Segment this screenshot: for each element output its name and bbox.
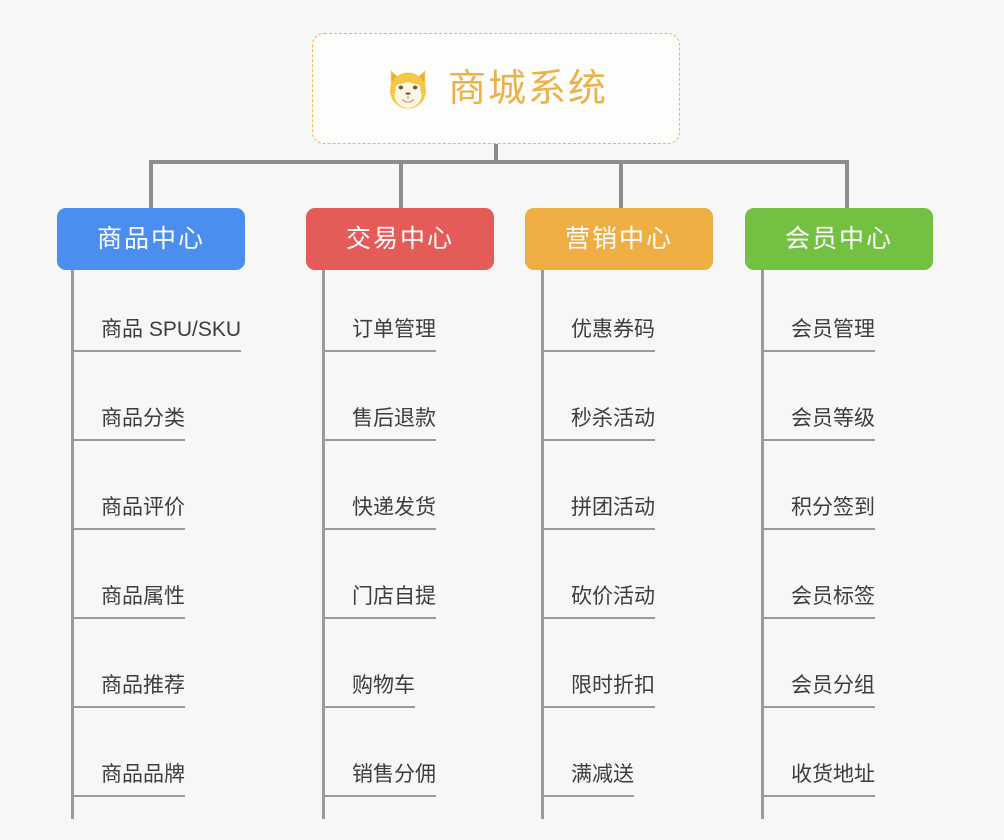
list-item[interactable]: 满减送 bbox=[541, 708, 665, 797]
list-item[interactable]: 商品属性 bbox=[71, 530, 228, 619]
list-item[interactable]: 收货地址 bbox=[761, 708, 913, 797]
list-item[interactable]: 商品推荐 bbox=[71, 619, 228, 708]
list-item-label: 收货地址 bbox=[761, 764, 875, 797]
list-item[interactable]: 会员分组 bbox=[761, 619, 913, 708]
list-item[interactable]: 秒杀活动 bbox=[541, 352, 686, 441]
list-item-label: 快递发货 bbox=[322, 497, 436, 530]
list-item-label: 会员等级 bbox=[761, 408, 875, 441]
list-item-label: 商品品牌 bbox=[71, 764, 185, 797]
list-item[interactable]: 会员等级 bbox=[761, 352, 913, 441]
category-header-member-center[interactable]: 会员中心 bbox=[745, 208, 933, 270]
list-item[interactable]: 积分签到 bbox=[761, 441, 913, 530]
column-spine-marketing-center bbox=[541, 270, 544, 819]
list-item-label: 门店自提 bbox=[322, 586, 436, 619]
list-item-label: 商品分类 bbox=[71, 408, 185, 441]
list-item-label: 购物车 bbox=[322, 675, 415, 708]
list-item-label: 会员分组 bbox=[761, 675, 875, 708]
branch-connector-4 bbox=[845, 160, 849, 210]
column-spine-member-center bbox=[761, 270, 764, 819]
list-item-label: 优惠券码 bbox=[541, 319, 655, 352]
list-item-label: 积分签到 bbox=[761, 497, 875, 530]
branch-connector-2 bbox=[399, 160, 403, 210]
list-item-label: 销售分佣 bbox=[322, 764, 436, 797]
root-node[interactable]: 商城系统 bbox=[312, 33, 680, 144]
list-item[interactable]: 会员管理 bbox=[761, 263, 913, 352]
category-label: 交易中心 bbox=[345, 224, 454, 253]
list-item-label: 商品属性 bbox=[71, 586, 185, 619]
list-item[interactable]: 购物车 bbox=[322, 619, 446, 708]
list-item[interactable]: 砍价活动 bbox=[541, 530, 686, 619]
list-item-label: 售后退款 bbox=[322, 408, 436, 441]
list-item-label: 秒杀活动 bbox=[541, 408, 655, 441]
list-item-label: 商品推荐 bbox=[71, 675, 185, 708]
list-item-label: 商品 SPU/SKU bbox=[71, 319, 242, 352]
branch-connector-1 bbox=[149, 160, 153, 210]
list-item-label: 拼团活动 bbox=[541, 497, 655, 530]
category-label: 营销中心 bbox=[564, 224, 673, 253]
list-item-label: 订单管理 bbox=[322, 319, 436, 352]
horizontal-bus-connector bbox=[149, 160, 849, 164]
category-label: 商品中心 bbox=[96, 224, 205, 253]
root-drop-connector bbox=[494, 144, 498, 163]
shiba-dog-icon bbox=[389, 69, 426, 110]
category-label: 会员中心 bbox=[784, 224, 893, 253]
list-item-label: 限时折扣 bbox=[541, 675, 655, 708]
category-header-trade-center[interactable]: 交易中心 bbox=[306, 208, 494, 270]
list-item[interactable]: 商品 SPU/SKU bbox=[71, 263, 286, 352]
list-item[interactable]: 商品评价 bbox=[71, 441, 228, 530]
list-item[interactable]: 快递发货 bbox=[322, 441, 467, 530]
category-header-product-center[interactable]: 商品中心 bbox=[57, 208, 245, 270]
category-header-marketing-center[interactable]: 营销中心 bbox=[525, 208, 713, 270]
list-item[interactable]: 优惠券码 bbox=[541, 263, 686, 352]
list-item[interactable]: 销售分佣 bbox=[322, 708, 467, 797]
column-spine-product-center bbox=[71, 270, 74, 819]
list-item[interactable]: 订单管理 bbox=[322, 263, 467, 352]
list-item[interactable]: 售后退款 bbox=[322, 352, 467, 441]
column-spine-trade-center bbox=[322, 270, 325, 819]
root-title: 商城系统 bbox=[447, 67, 608, 110]
list-item-label: 满减送 bbox=[541, 764, 634, 797]
list-item-label: 会员标签 bbox=[761, 586, 875, 619]
list-item[interactable]: 会员标签 bbox=[761, 530, 913, 619]
list-item[interactable]: 拼团活动 bbox=[541, 441, 686, 530]
list-item-label: 会员管理 bbox=[761, 319, 875, 352]
branch-connector-3 bbox=[619, 160, 623, 210]
list-item[interactable]: 商品品牌 bbox=[71, 708, 228, 797]
list-item-label: 砍价活动 bbox=[541, 586, 655, 619]
list-item-label: 商品评价 bbox=[71, 497, 185, 530]
list-item[interactable]: 限时折扣 bbox=[541, 619, 686, 708]
list-item[interactable]: 商品分类 bbox=[71, 352, 228, 441]
list-item[interactable]: 门店自提 bbox=[322, 530, 467, 619]
